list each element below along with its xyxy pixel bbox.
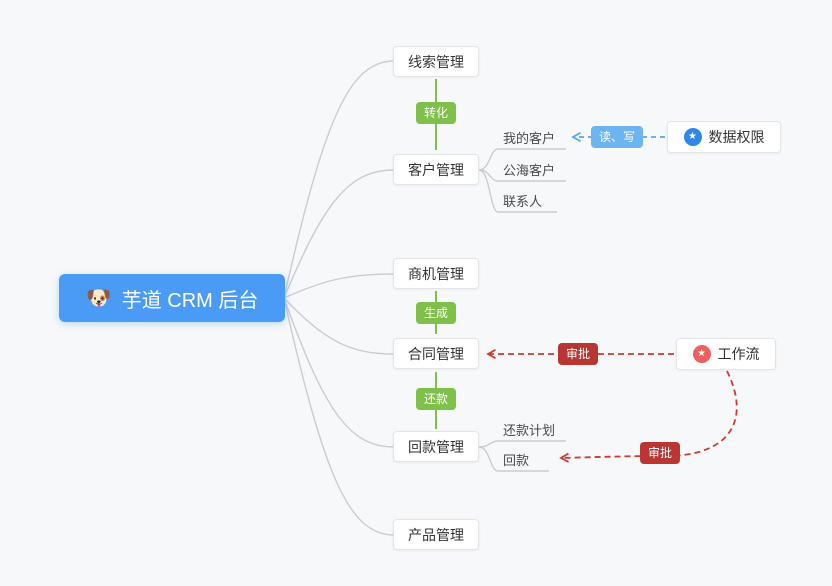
subitem-repayment: 回款 <box>503 453 530 468</box>
subitem-my-customer: 我的客户 <box>503 131 556 146</box>
subitem-contact: 联系人 <box>503 194 543 209</box>
root-node: 🐶 芋道 CRM 后台 <box>59 274 285 322</box>
badge-read-write: 读、写 <box>590 126 644 148</box>
node-data-permission: ★ 数据权限 <box>667 121 781 153</box>
node-product: 产品管理 <box>393 519 479 550</box>
branch-business <box>283 273 395 299</box>
branch-leads <box>283 60 395 299</box>
branch-customer <box>283 169 395 299</box>
badge-approve-contract: 审批 <box>557 343 599 365</box>
subitem-repayment-plan: 还款计划 <box>503 423 556 438</box>
branch-receivable <box>283 297 395 448</box>
branch-repayment <box>478 446 549 472</box>
badge-generate: 生成 <box>415 302 457 324</box>
node-receivable: 回款管理 <box>393 431 479 462</box>
data-permission-label: 数据权限 <box>708 129 765 145</box>
branch-product <box>283 297 395 536</box>
dog-logo-icon: 🐶 <box>85 286 112 310</box>
badge-repay: 还款 <box>415 388 457 410</box>
badge-convert: 转化 <box>415 102 457 124</box>
node-business: 商机管理 <box>393 258 479 289</box>
workflow-label: 工作流 <box>717 346 760 362</box>
node-leads: 线索管理 <box>393 46 479 77</box>
node-contract: 合同管理 <box>393 338 479 369</box>
branch-contact <box>478 169 557 213</box>
node-customer: 客户管理 <box>393 154 479 185</box>
node-workflow: ★ 工作流 <box>676 338 776 370</box>
root-label: 芋道 CRM 后台 <box>121 289 259 312</box>
branch-my-customer <box>478 148 566 171</box>
star-icon: ★ <box>692 345 711 363</box>
subitem-open-sea-customer: 公海客户 <box>503 163 556 178</box>
branch-contract <box>283 297 395 355</box>
badge-approve-receivable: 审批 <box>639 442 681 464</box>
branch-repayment-plan <box>478 440 566 448</box>
star-icon: ★ <box>683 128 702 146</box>
